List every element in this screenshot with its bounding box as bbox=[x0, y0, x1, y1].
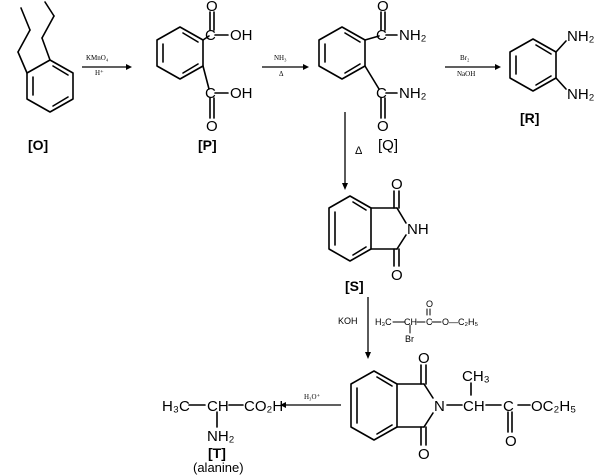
q-carbon-lower: C bbox=[376, 85, 387, 102]
compound-t-name: (alanine) bbox=[193, 460, 244, 475]
reagent-bromoester-structure bbox=[392, 308, 442, 334]
arrowhead-step6 bbox=[280, 402, 286, 408]
reagent-ethoxy: O—C₂H₅ bbox=[442, 317, 478, 327]
t-co2h: CO₂H bbox=[244, 398, 283, 415]
arrowhead-step4 bbox=[342, 183, 348, 190]
reagent-c: C bbox=[426, 317, 433, 327]
s-imide-nh: NH bbox=[407, 221, 429, 238]
t-ch: CH bbox=[207, 398, 229, 415]
reagent-naoh: NaOH bbox=[457, 70, 475, 78]
arrowhead-step1 bbox=[126, 64, 132, 70]
r-amine-upper: NH₂ bbox=[567, 28, 595, 45]
q-amide-upper: NH₂ bbox=[399, 27, 427, 44]
q-amide-lower: NH₂ bbox=[399, 85, 427, 102]
imide-ch: CH bbox=[463, 398, 485, 415]
arrowhead-step2 bbox=[303, 64, 309, 70]
reagent-br2: Br₂ bbox=[460, 54, 470, 62]
imide-ch3: CH₃ bbox=[462, 368, 490, 385]
s-oxygen-lower: O bbox=[391, 267, 403, 284]
reagent-h3c: H₃C bbox=[375, 317, 392, 327]
p-carbon-upper: C bbox=[205, 27, 216, 44]
compound-s-label: [S] bbox=[345, 278, 364, 294]
p-hydroxyl-upper: OH bbox=[230, 27, 253, 44]
r-amine-lower: NH₂ bbox=[567, 86, 595, 103]
reagent-h-plus: H⁺ bbox=[95, 69, 104, 77]
compound-o-structure bbox=[17, 1, 74, 113]
p-oxygen-upper: O bbox=[206, 0, 218, 15]
p-hydroxyl-lower: OH bbox=[230, 85, 253, 102]
compound-o-label: [O] bbox=[28, 137, 48, 153]
reagent-h3o-plus: H₃O⁺ bbox=[304, 393, 321, 401]
imide-oc2h5: OC₂H₅ bbox=[531, 398, 576, 415]
compound-r-structure bbox=[509, 38, 567, 92]
imide-carbonyl-o: O bbox=[505, 433, 517, 450]
imide-ester-structure bbox=[350, 364, 531, 446]
compound-t-label: [T] bbox=[208, 445, 226, 461]
imide-oxygen-upper: O bbox=[418, 350, 430, 367]
reagent-koh: KOH bbox=[338, 316, 358, 326]
reagent-nh3: NH₃ bbox=[274, 54, 287, 62]
compound-q-label: [Q] bbox=[378, 137, 398, 154]
reagent-ch: CH bbox=[404, 317, 417, 327]
reagent-kmno4: KMnO₄ bbox=[86, 54, 109, 62]
compound-p-label: [P] bbox=[198, 137, 217, 153]
s-oxygen-upper: O bbox=[391, 176, 403, 193]
imide-oxygen-lower: O bbox=[418, 446, 430, 463]
t-h3c: H₃C bbox=[162, 398, 190, 415]
p-oxygen-lower: O bbox=[206, 118, 218, 135]
imide-carbonyl-c: C bbox=[503, 398, 514, 415]
compound-p-structure bbox=[156, 11, 229, 119]
arrowhead-step5 bbox=[365, 352, 371, 359]
compound-s-structure bbox=[328, 190, 407, 267]
compound-r-label: [R] bbox=[520, 110, 539, 126]
q-oxygen-lower: O bbox=[377, 118, 389, 135]
compound-t-structure bbox=[188, 404, 244, 428]
reagent-heat-2: Δ bbox=[355, 145, 363, 157]
q-oxygen-upper: O bbox=[377, 0, 389, 15]
imide-nitrogen: N bbox=[434, 398, 445, 415]
reagent-o: O bbox=[426, 299, 433, 309]
arrowhead-step3 bbox=[495, 64, 501, 70]
t-nh2: NH₂ bbox=[207, 428, 235, 445]
p-carbon-lower: C bbox=[205, 85, 216, 102]
reagent-heat-1: Δ bbox=[279, 70, 284, 78]
reagent-br: Br bbox=[405, 334, 414, 344]
q-carbon-upper: C bbox=[376, 27, 387, 44]
compound-q-structure bbox=[318, 11, 398, 119]
